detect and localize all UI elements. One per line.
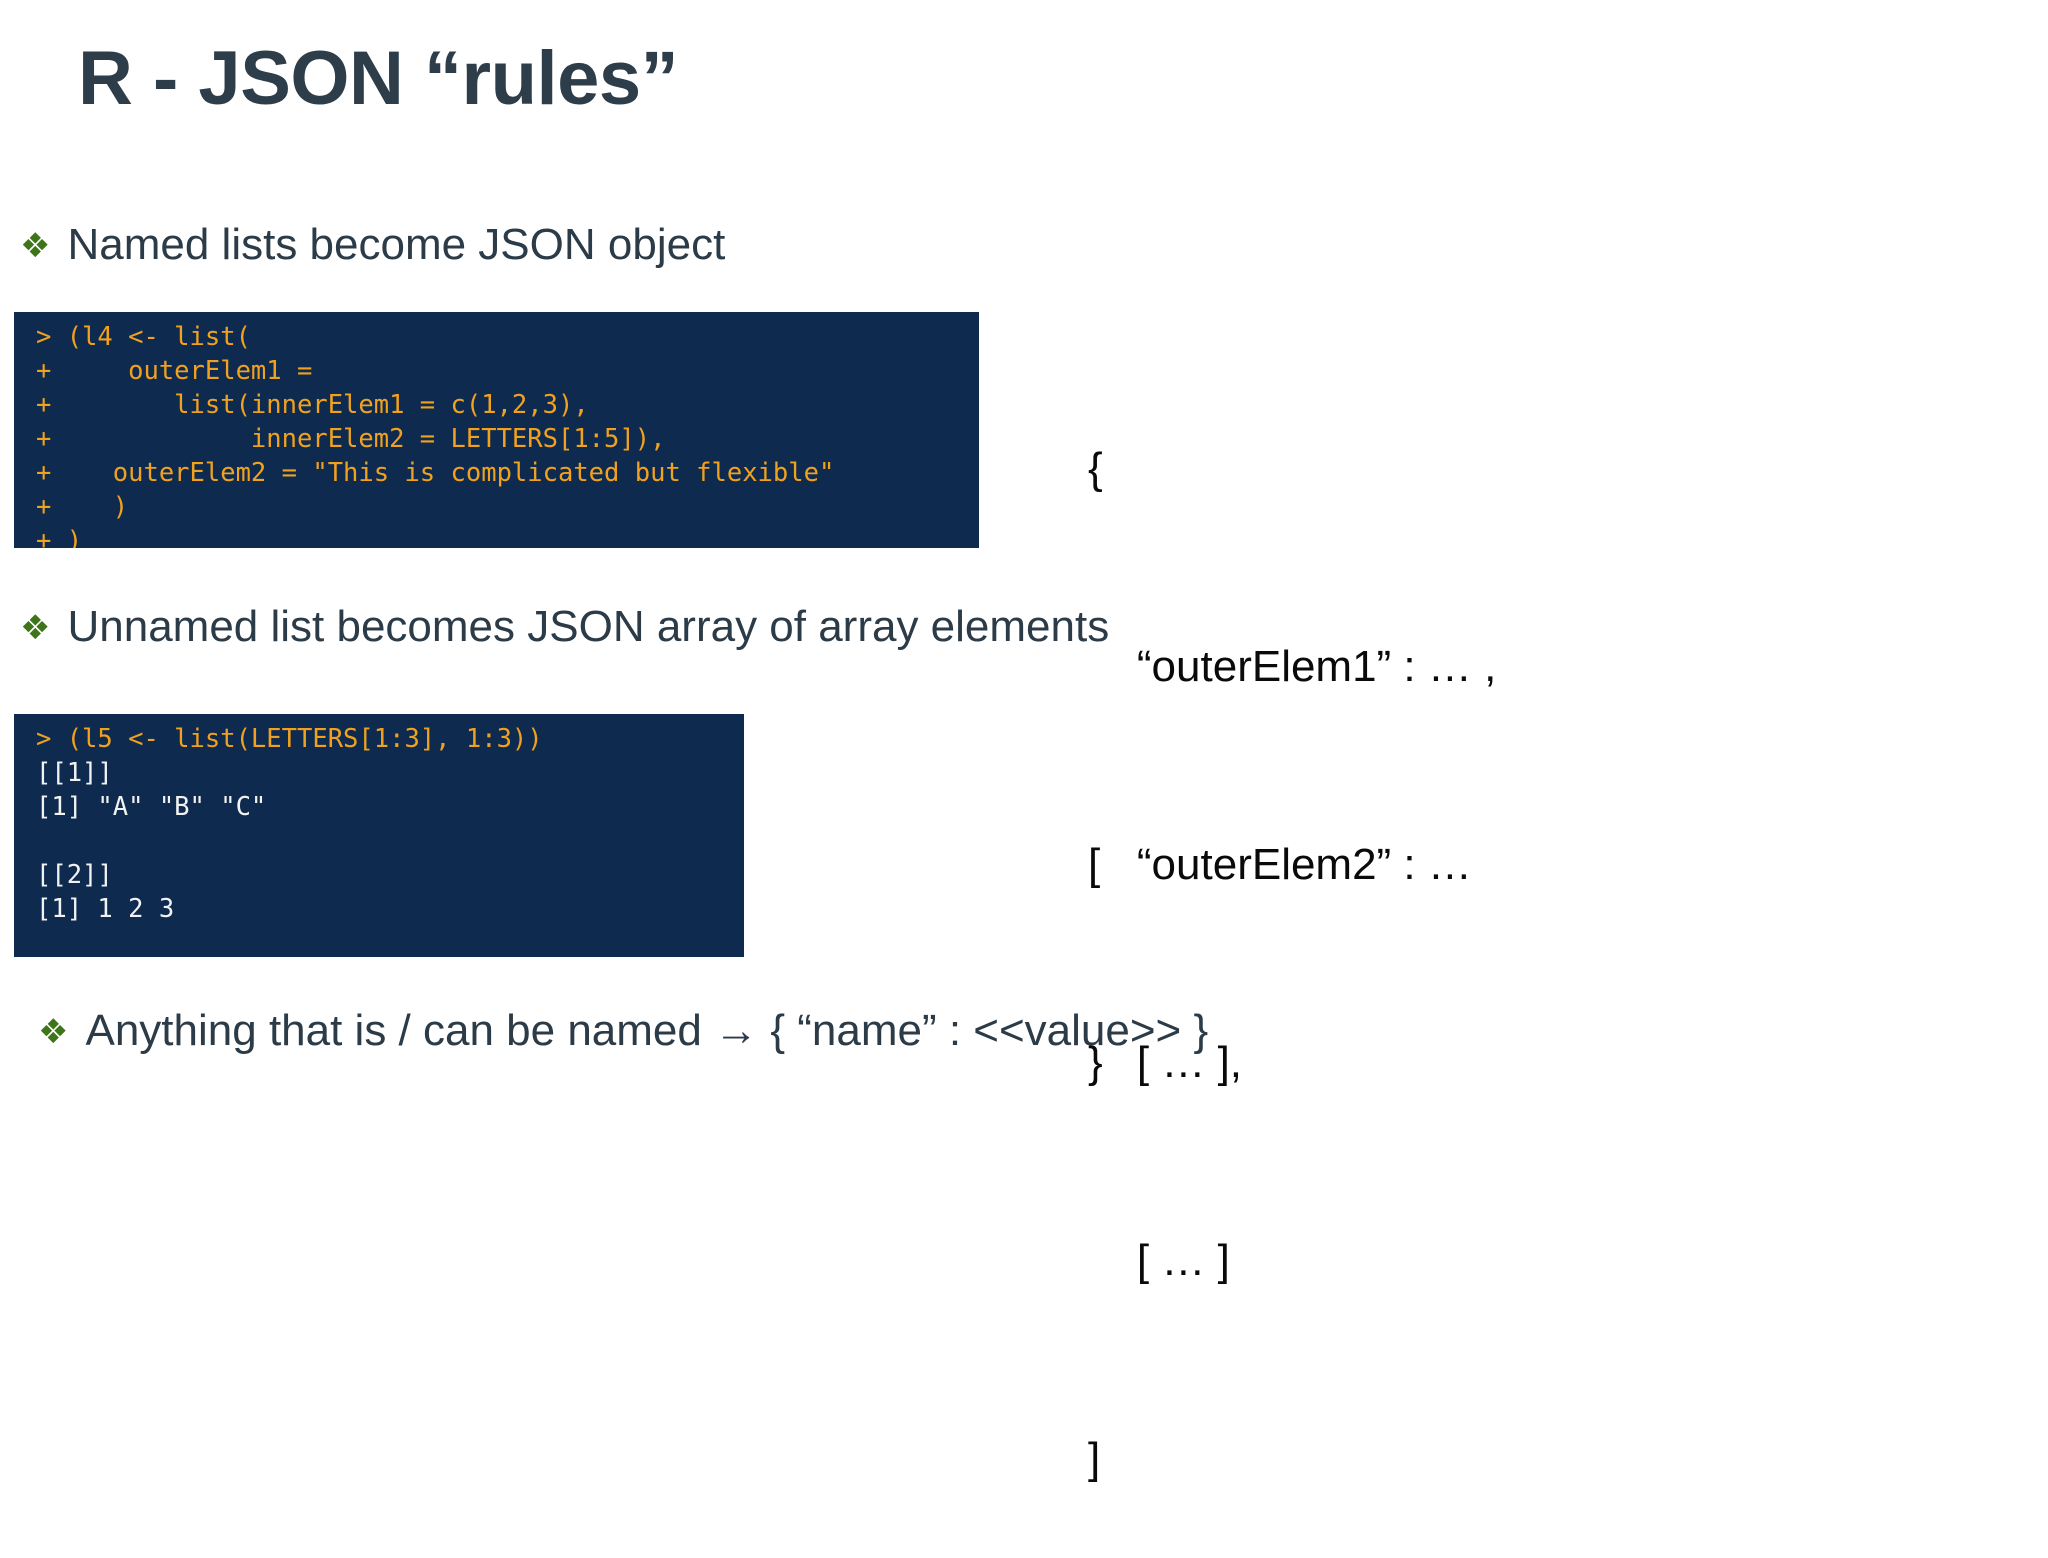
code-line: [[2]] (36, 860, 113, 890)
code-line: + ) (36, 492, 129, 522)
bullet-item-unnamed-lists: ❖ Unnamed list becomes JSON array of arr… (20, 602, 1109, 653)
json-array-example: [ [ … ], [ … ] ] (1088, 700, 1242, 1558)
json-line: } (1088, 1038, 1103, 1087)
json-line: { (1088, 444, 1103, 493)
json-line: ] (1088, 1434, 1101, 1483)
json-line: [ … ] (1088, 1236, 1230, 1285)
bullet-item-named-lists: ❖ Named lists become JSON object (20, 220, 725, 271)
code-line: + ) (36, 526, 83, 548)
slide-canvas: { "slide": { "title": "R - JSON \u201cru… (14, 36, 1497, 1483)
code-line: [1] "A" "B" "C" (36, 792, 267, 822)
code-line: > (l4 <- list( (36, 322, 251, 352)
diamond-bullet-icon: ❖ (20, 608, 51, 648)
page-title: R - JSON “rules” (78, 36, 679, 121)
bullet-item-anything-named: ❖ Anything that is / can be named → { “n… (38, 1006, 1208, 1057)
json-line: “outerElem2” : … (1088, 840, 1472, 889)
code-console-named-list: > (l4 <- list( + outerElem1 = + list(inn… (14, 312, 979, 548)
code-line: [1] 1 2 3 (36, 894, 175, 924)
bullet-label: Anything that is / can be named → { “nam… (85, 1006, 1209, 1055)
bullet-label: Unnamed list becomes JSON array of array… (67, 602, 1110, 651)
code-console-unnamed-list: > (l5 <- list(LETTERS[1:3], 1:3)) [[1]] … (14, 714, 744, 957)
json-line: [ (1088, 840, 1101, 889)
code-line: + outerElem2 = "This is complicated but … (36, 458, 835, 488)
code-line: + innerElem2 = LETTERS[1:5]), (36, 424, 666, 454)
code-line: + list(innerElem1 = c(1,2,3), (36, 390, 589, 420)
code-line: [[1]] (36, 758, 113, 788)
code-line (14, 824, 744, 858)
json-object-example: { “outerElem1” : … , “outerElem2” : … } (1088, 304, 1496, 1162)
code-line: + outerElem1 = (36, 356, 313, 386)
json-line: [ … ], (1088, 1038, 1243, 1087)
diamond-bullet-icon: ❖ (20, 226, 51, 266)
json-line: “outerElem1” : … , (1088, 642, 1497, 691)
code-line: > (l5 <- list(LETTERS[1:3], 1:3)) (36, 724, 543, 754)
diamond-bullet-icon: ❖ (38, 1012, 69, 1052)
bullet-label: Named lists become JSON object (67, 220, 726, 269)
